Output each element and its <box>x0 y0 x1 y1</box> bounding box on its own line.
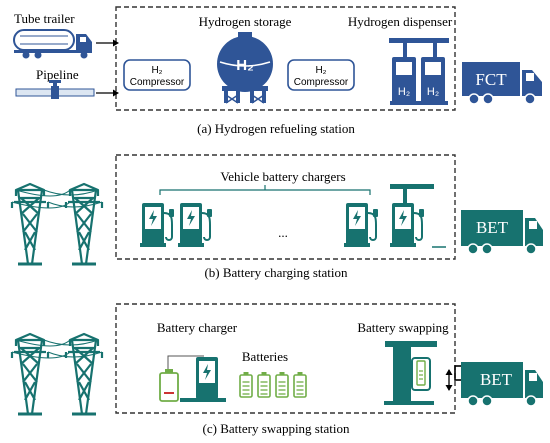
caption-a: (a) Hydrogen refueling station <box>197 121 355 136</box>
panel-a-border <box>115 6 456 111</box>
tube-trailer-icon <box>13 29 92 59</box>
compressor-1: H₂ Compressor <box>123 59 191 91</box>
battery-charger-label: Battery charger <box>157 320 238 335</box>
bet-label-b: BET <box>476 218 509 237</box>
pipeline-label: Pipeline <box>36 67 79 82</box>
power-lines-b <box>11 189 103 209</box>
tank-label: H₂ <box>236 57 254 74</box>
dispenser-right-label: H₂ <box>427 86 439 98</box>
battery-charger-icon <box>159 355 226 402</box>
hydrogen-storage-label: Hydrogen storage <box>199 14 292 29</box>
panel-b-border <box>115 154 456 260</box>
power-lines-c <box>11 339 103 359</box>
charger-icon-4 <box>389 202 425 248</box>
compressor-1-h2: H₂ <box>151 65 162 76</box>
charger-icon-1 <box>139 202 175 248</box>
battery-icon-2 <box>257 371 271 398</box>
bet-label-c: BET <box>480 370 513 389</box>
charger-icon-3 <box>343 202 379 248</box>
battery-icon-1 <box>239 371 253 398</box>
hydrogen-storage-tank-icon <box>217 32 273 104</box>
hydrogen-dispenser-label: Hydrogen dispenser <box>348 14 453 29</box>
battery-icon-4 <box>293 371 307 398</box>
batteries-label: Batteries <box>242 349 288 364</box>
panel-c-border <box>115 303 456 414</box>
battery-swapping-label: Battery swapping <box>357 320 449 335</box>
hydrogen-dispenser-icon <box>389 38 449 105</box>
caption-b: (b) Battery charging station <box>204 265 348 280</box>
swap-arrows-icon <box>445 365 465 391</box>
canopy-charger-icon <box>390 184 434 203</box>
panel-b: Vehicle battery chargers ... BET (b) Bat… <box>10 154 544 280</box>
tube-trailer-label: Tube trailer <box>14 11 75 26</box>
chargers-label: Vehicle battery chargers <box>220 169 345 184</box>
chargers-brace <box>159 185 371 195</box>
charger-icon-2 <box>177 202 213 248</box>
pipeline-icon <box>15 80 95 99</box>
battery-icon-3 <box>275 371 289 398</box>
dispenser-left-label: H₂ <box>398 86 410 98</box>
pylon-icon-b-2 <box>64 182 104 266</box>
caption-c: (c) Battery swapping station <box>203 421 350 436</box>
compressor-2: H₂ Compressor <box>287 59 355 91</box>
swapping-station-icon <box>384 341 437 405</box>
panel-c: Battery charger Batteries Battery swappi… <box>10 303 544 436</box>
chargers-ellipsis: ... <box>278 225 288 240</box>
compressor-2-label: Compressor <box>294 77 349 88</box>
compressor-1-label: Compressor <box>130 77 185 88</box>
fct-label: FCT <box>475 70 507 89</box>
fct-truck-icon <box>462 62 542 105</box>
panel-a: Tube trailer Pipeline H₂ Comp <box>13 6 542 136</box>
pylon-icon-c-2 <box>64 332 104 416</box>
compressor-2-h2: H₂ <box>315 65 326 76</box>
